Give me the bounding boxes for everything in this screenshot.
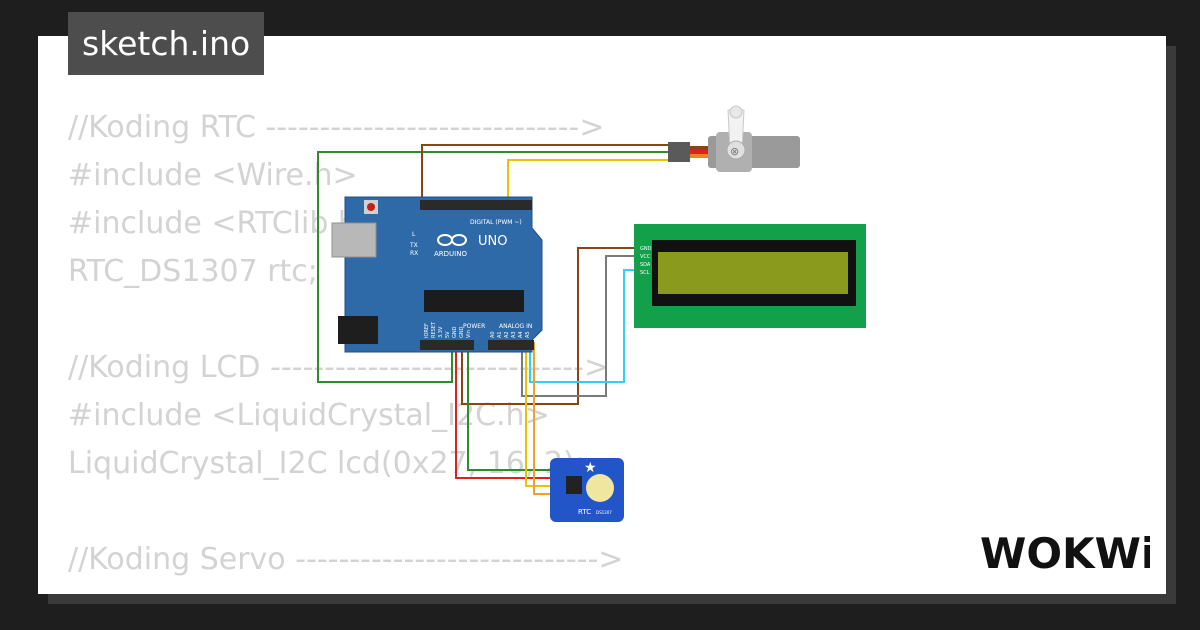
- servo-motor: ⊗: [668, 105, 800, 172]
- code-line: RTC_DS1307 rtc;: [68, 254, 318, 289]
- code-line: //Koding LCD ---------------------------…: [68, 350, 610, 385]
- on-label: ON: [550, 241, 559, 248]
- pin-label: A1: [497, 331, 503, 338]
- wire-brown-servo: [421, 144, 670, 210]
- analog-label: ANALOG IN: [499, 323, 532, 330]
- wire-yellow-servo: [507, 159, 670, 210]
- wire-green-rtc: [467, 342, 552, 471]
- pin-label: A2: [504, 331, 510, 338]
- rtc-label: RTC: [578, 508, 591, 516]
- wire-green-servo: [317, 151, 670, 383]
- wokwi-logo-text: WOKWi: [980, 529, 1150, 578]
- wire-cyan-lcd: [529, 269, 636, 383]
- wire-red-rtc: [455, 342, 552, 479]
- led-label-l: L: [412, 231, 416, 238]
- star-icon: ★: [584, 460, 597, 476]
- rtc-module: ★ RTC DS1307: [550, 458, 624, 522]
- arduino-uno-board: DIGITAL (PWM ~) UNO ARDUINO L TX RX ON P…: [331, 196, 559, 353]
- lcd-pin-label: GND: [640, 246, 652, 252]
- wokwi-logo: WOKWi: [980, 529, 1150, 578]
- pin-label: A5: [525, 331, 531, 338]
- board-maker: ARDUINO: [434, 250, 467, 258]
- pin-label: Vin: [466, 330, 472, 338]
- arduino-logo: [437, 234, 467, 246]
- lcd-pin-label: SCL: [640, 270, 650, 276]
- power-label: POWER: [463, 323, 485, 330]
- svg-text:⊗: ⊗: [730, 145, 739, 158]
- code-line: #include <Servo.h>: [68, 584, 623, 594]
- pin-label: A3: [511, 331, 517, 338]
- pin-label: GND: [452, 326, 458, 338]
- led-label-rx: RX: [410, 250, 418, 257]
- rtc-chip-label: DS1307: [596, 510, 612, 515]
- digital-label: DIGITAL (PWM ~): [470, 219, 522, 226]
- lcd-pin-labels: GND VCC SDA SCL: [640, 246, 652, 276]
- lcd-display: GND VCC SDA SCL: [634, 224, 866, 328]
- pin-label: 5V: [445, 331, 451, 338]
- pin-label: GND: [459, 326, 465, 338]
- lcd-pin-label: SDA: [640, 262, 651, 268]
- code-line: #include <LiquidCrystal_I2C.h>: [68, 398, 550, 433]
- wires: [317, 144, 670, 495]
- wire-gray-lcd: [521, 255, 636, 397]
- code-preview: //Koding RTC ---------------------------…: [68, 104, 623, 594]
- wire-brown-lcd: [461, 247, 636, 405]
- board-name: UNO: [478, 234, 507, 249]
- wire-yellow-rtc: [525, 342, 552, 487]
- code-line: //Koding Servo -------------------------…: [68, 542, 624, 577]
- led-label-tx: TX: [409, 242, 418, 249]
- preview-card: //Koding RTC ---------------------------…: [38, 36, 1166, 594]
- lcd-pin-label: VCC: [640, 254, 651, 260]
- pin-label: 3.3V: [438, 326, 444, 338]
- code-line: //Koding RTC ---------------------------…: [68, 110, 605, 145]
- pin-label: A4: [518, 331, 524, 338]
- wire-orange-rtc: [533, 342, 552, 495]
- pin-label: IOREF: [424, 323, 430, 338]
- code-line: #include <Wire.h>: [68, 158, 358, 193]
- pin-label: RESET: [431, 321, 437, 338]
- pin-label: A0: [490, 331, 496, 338]
- file-tab[interactable]: sketch.ino: [68, 12, 265, 75]
